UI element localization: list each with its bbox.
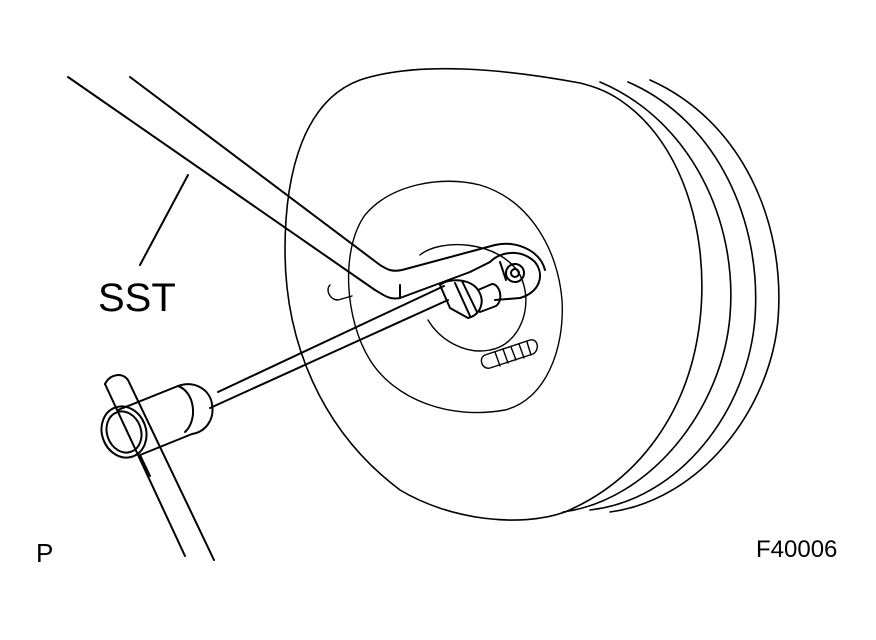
torque-converter bbox=[284, 67, 780, 521]
stud-bolt bbox=[480, 339, 538, 369]
extension-bar bbox=[209, 279, 502, 409]
flywheel-hub bbox=[327, 180, 563, 414]
sst-leader-line bbox=[139, 174, 189, 266]
sst-holding-tool bbox=[67, 76, 546, 301]
sst-callout-label: SST bbox=[98, 276, 176, 320]
figure-code: F40006 bbox=[756, 536, 838, 563]
corner-mark: P bbox=[36, 538, 54, 568]
t-handle bbox=[100, 374, 215, 561]
